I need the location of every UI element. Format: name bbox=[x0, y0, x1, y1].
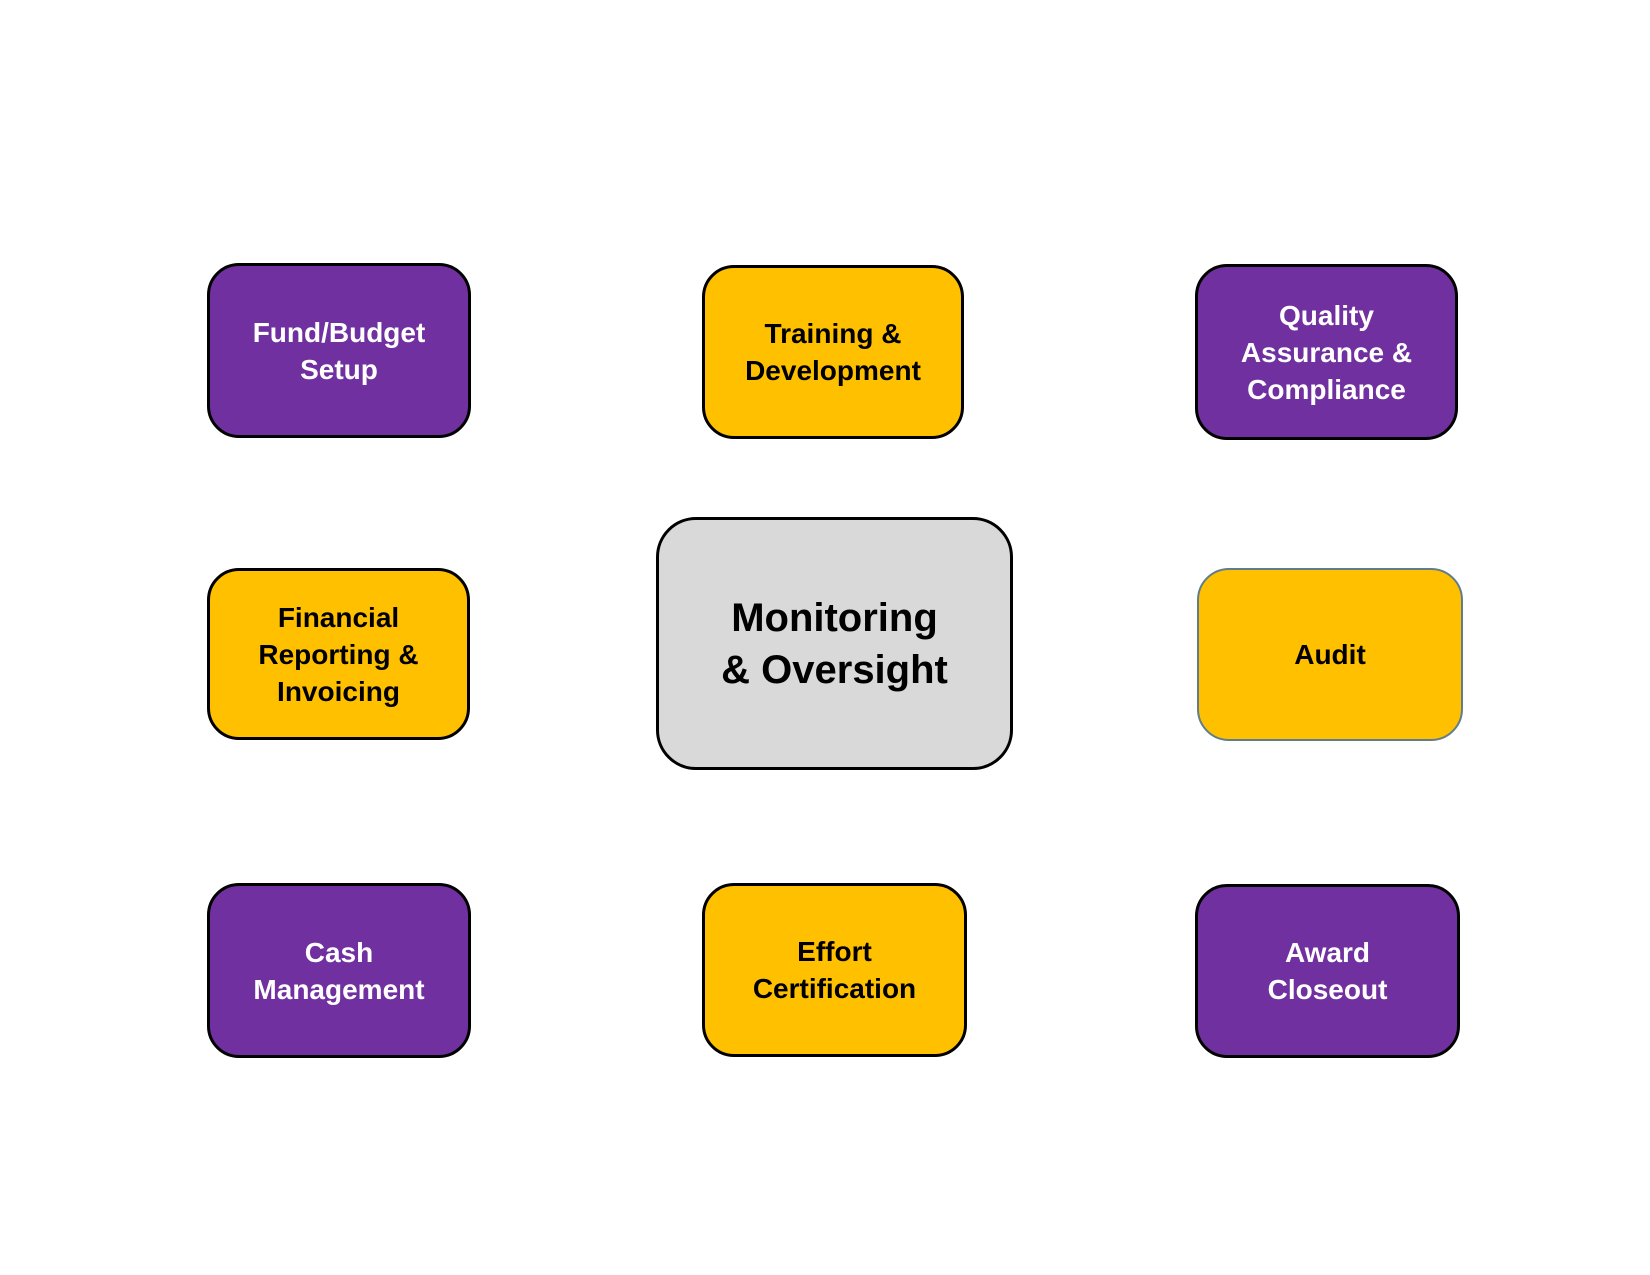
box-quality-assurance-compliance: Quality Assurance & Compliance bbox=[1195, 264, 1458, 440]
box-audit: Audit bbox=[1197, 568, 1463, 741]
box-label: Financial Reporting & Invoicing bbox=[258, 601, 419, 707]
box-label: Award Closeout bbox=[1267, 937, 1388, 1005]
box-label: Fund/Budget Setup bbox=[252, 316, 426, 385]
box-label: Audit bbox=[1294, 639, 1366, 670]
box-label: Monitoring & Oversight bbox=[721, 595, 948, 692]
box-financial-reporting-invoicing: Financial Reporting & Invoicing bbox=[207, 568, 470, 740]
box-label: Cash Management bbox=[253, 936, 425, 1005]
box-training-development: Training & Development bbox=[702, 265, 964, 439]
box-award-closeout: Award Closeout bbox=[1195, 884, 1460, 1058]
box-label: Effort Certification bbox=[752, 936, 917, 1004]
box-label: Training & Development bbox=[745, 318, 921, 386]
box-monitoring-oversight-center: Monitoring & Oversight bbox=[656, 517, 1013, 770]
box-effort-certification: Effort Certification bbox=[702, 883, 967, 1057]
box-label: Quality Assurance & Compliance bbox=[1240, 299, 1413, 405]
box-cash-management: Cash Management bbox=[207, 883, 471, 1058]
box-fund-budget-setup: Fund/Budget Setup bbox=[207, 263, 471, 438]
